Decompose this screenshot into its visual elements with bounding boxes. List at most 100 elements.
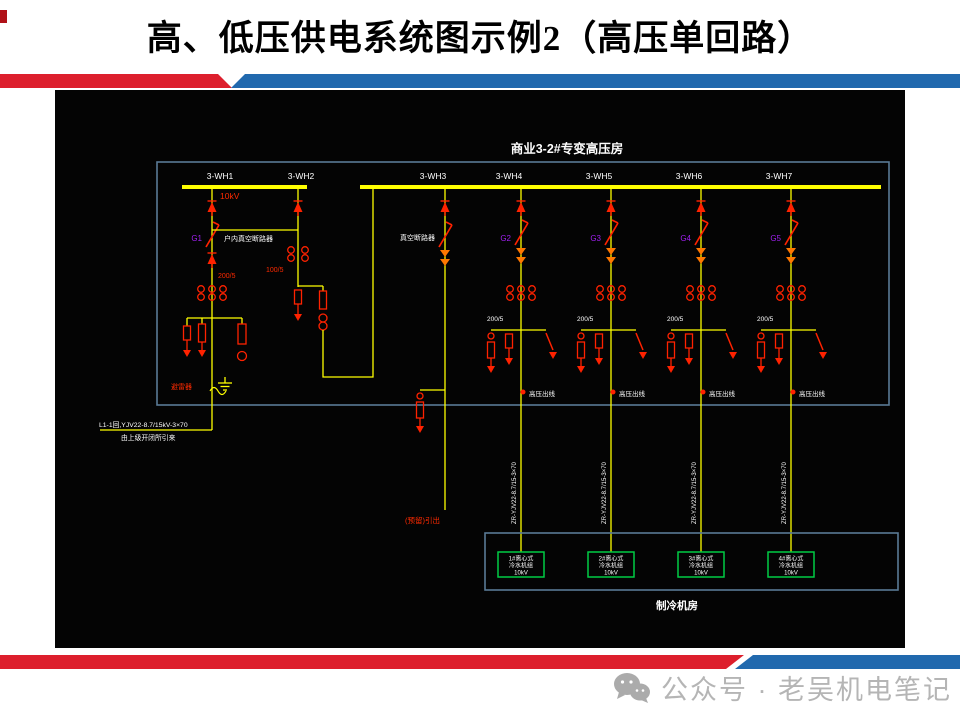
pt-winding-symbol [236,350,248,362]
bus-label: 3-WH1 [207,171,234,181]
earthing-switch-symbol [545,332,558,360]
surge-arrester-symbol [293,289,303,322]
fuse-symbol [197,323,207,358]
disconnector-symbol [515,200,527,217]
surge-arrester-symbol [594,333,604,366]
earthing-switch-symbol [725,332,738,360]
arrester-fuse-symbol [666,332,676,374]
surge-arrester-symbol [774,333,784,366]
disconnector-symbol [206,200,218,217]
chiller-box-line: 3#离心式 [689,555,714,563]
chiller-unit-box [767,551,815,578]
disconnector-symbol [206,252,218,269]
arrester-fuse-symbol [756,332,766,374]
bottom-divider-stripe [0,655,960,669]
chiller-unit-box [587,551,635,578]
arrester-fuse-symbol [486,332,496,374]
bus-label: 3-WH5 [586,171,613,181]
corner-accent-mark [0,10,7,23]
outgoing-label: 高压出线 [799,389,826,398]
breaker-id: G5 [770,234,781,243]
chiller-box-line: 冷水机组 [689,562,713,570]
cable-spec-label: ZR-YJV22-8.7/15-3×70 [782,461,788,524]
chiller-feeder-2: G3 200/5 高压出线 ZR-YJV22-8.7/15-3×70 2#离心式… [576,187,648,578]
earthing-switch-symbol [635,332,648,360]
breaker-label: 真空断路器 [400,233,435,242]
chiller-box-line: 1#离心式 [509,555,534,563]
surge-arrester-symbol [684,333,694,366]
busbar-labels: 3-WH1 3-WH2 3-WH3 3-WH4 3-WH5 3-WH6 3-WH… [207,171,793,181]
hv-room-outline [156,161,890,406]
bus-label: 3-WH4 [496,171,523,181]
bottom-stripe-red [0,655,744,669]
surge-arrester-symbol [182,325,192,358]
bus-label: 3-WH6 [676,171,703,181]
pt-winding-symbol [318,313,328,323]
incoming-cable-spec: L1-1回,YJV22-8.7/15kV-3×70 [99,421,188,429]
earthing-switch-symbol [815,332,828,360]
cable-head-symbol [520,389,526,395]
voltage-label: 10kV [220,191,240,201]
chiller-box-line: 2#离心式 [599,555,624,563]
breaker-id: G3 [590,234,601,243]
outgoing-label: 高压出线 [529,389,556,398]
cable-head-symbol [700,389,706,395]
pt-fuse-symbol [318,290,328,310]
chiller-box-line: 冷水机组 [509,562,533,570]
ct-ratio-label: 100/5 [266,267,284,274]
ct-ratio-label: 200/5 [218,273,236,280]
cable-spec-label: ZR-YJV22-8.7/15-3×70 [692,461,698,524]
top-stripe-red [0,74,232,88]
chiller-unit-box [677,551,725,578]
spare-end-label: (预留)引出 [405,515,440,525]
ct-ratio-label: 200/5 [667,316,684,323]
spare-feeder: 真空断路器 (预留)引出 [400,187,453,525]
outgoing-label: 高压出线 [709,389,736,398]
breaker-id: G1 [191,234,202,243]
chiller-room-outline [484,532,899,591]
cable-head-symbol [790,389,796,395]
chiller-feeder-4: G5 200/5 高压出线 ZR-YJV22-8.7/15-3×70 4#离心式… [756,187,828,578]
incoming-cable-source: 由上级开闭所引来 [121,433,176,442]
section-link-line [322,187,374,378]
arrester-fuse-symbol [415,392,425,434]
chiller-feeder-1: G2 200/5 高压出线 ZR-YJV22-8.7/15-3×70 1#离心式… [486,187,558,578]
ground-symbol [217,376,233,391]
ct-ratio-label: 200/5 [487,316,504,323]
breaker-id: G4 [680,234,691,243]
disconnector-symbol [695,200,707,217]
disconnector-symbol [292,200,304,217]
disconnector-symbol [439,200,451,217]
cable-spec-label: ZR-YJV22-8.7/15-3×70 [512,461,518,524]
pt-winding-symbol [318,321,328,331]
top-stripe-blue [231,74,960,88]
disconnector-symbol [605,200,617,217]
chiller-box-line: 冷水机组 [599,562,623,570]
bottom-stripe-blue [735,655,960,669]
chiller-feeder-3: G4 200/5 高压出线 ZR-YJV22-8.7/15-3×70 3#离心式… [666,187,738,578]
pt-feeder: 100/5 [212,187,374,378]
watermark: 公众号 · 老吴机电笔记 [613,668,952,707]
hv-room-title: 商业3-2#专变高压房 [511,141,624,156]
chiller-unit-box [497,551,545,578]
bus-label: 3-WH7 [766,171,793,181]
surge-arrester-symbol [504,333,514,366]
chiller-box-line: 4#离心式 [779,555,804,563]
chiller-box-line: 10kV [514,571,528,577]
chiller-room-label: 制冷机房 [656,599,698,612]
arrester-label: 避雷器 [171,382,192,391]
disconnector-symbol [785,200,797,217]
bus-label: 3-WH2 [288,171,315,181]
incoming-feeder: 10kV G1 户内真空断路器 200/5 避雷器 L1-1回,YJV22-8.… [99,187,273,442]
bus-label: 3-WH3 [420,171,447,181]
breaker-label: 户内真空断路器 [224,234,273,243]
cable-head-symbol [610,389,616,395]
wechat-icon [614,672,650,703]
ct-ratio-label: 200/5 [577,316,594,323]
chiller-box-line: 10kV [784,571,798,577]
watermark-text: 公众号 · 老吴机电笔记 [661,675,952,705]
page-title: 高、低压供电系统图示例2（高压单回路） [146,19,814,58]
chiller-box-line: 10kV [604,571,618,577]
outgoing-label: 高压出线 [619,389,646,398]
